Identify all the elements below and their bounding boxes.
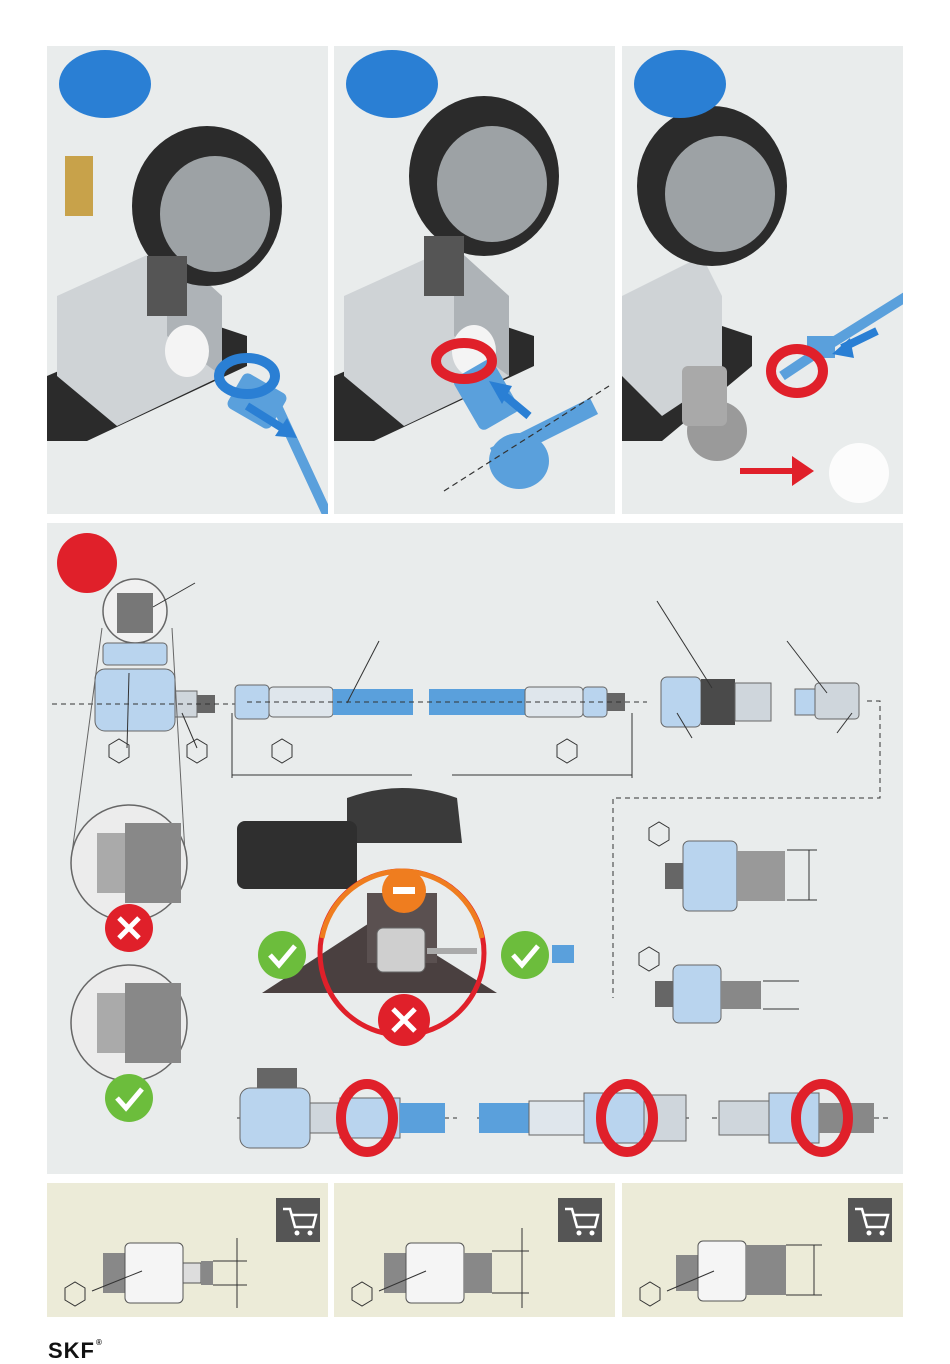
adapter-3-illustration xyxy=(622,1183,903,1317)
shopping-cart-icon[interactable] xyxy=(848,1198,892,1242)
shopping-cart-icon[interactable] xyxy=(276,1198,320,1242)
hexagon-icon xyxy=(352,1282,372,1306)
step-2-illustration xyxy=(334,46,615,514)
adapter-2-illustration xyxy=(334,1183,615,1317)
hexagon-icon xyxy=(639,947,659,971)
hexagon-icon xyxy=(640,1282,660,1306)
buy-panel-2 xyxy=(334,1183,615,1317)
step-3-badge xyxy=(634,50,726,118)
skf-logo: SKF® xyxy=(48,1338,103,1364)
buy-panel-3 xyxy=(622,1183,903,1317)
step-panel-2 xyxy=(334,46,615,514)
check-icon xyxy=(501,931,549,979)
hexagon-icon xyxy=(557,739,577,763)
components-panel xyxy=(47,523,903,1174)
shopping-cart-icon[interactable] xyxy=(558,1198,602,1242)
step-2-badge xyxy=(346,50,438,118)
components-diagram xyxy=(47,523,903,1174)
warning-badge xyxy=(57,533,117,593)
step-panel-1 xyxy=(47,46,328,514)
adapter-1-illustration xyxy=(47,1183,328,1317)
check-icon xyxy=(258,931,306,979)
hexagon-icon xyxy=(109,739,129,763)
logo-text: SKF xyxy=(48,1338,95,1363)
check-icon xyxy=(105,1074,153,1122)
step-1-badge xyxy=(59,50,151,118)
hexagon-icon xyxy=(272,739,292,763)
step-panel-3 xyxy=(622,46,903,514)
registered-mark: ® xyxy=(96,1338,103,1347)
step-1-illustration xyxy=(47,46,328,514)
hexagon-icon xyxy=(187,739,207,763)
step-3-illustration xyxy=(622,46,903,514)
hexagon-icon xyxy=(649,822,669,846)
hexagon-icon xyxy=(65,1282,85,1306)
buy-panel-1 xyxy=(47,1183,328,1317)
